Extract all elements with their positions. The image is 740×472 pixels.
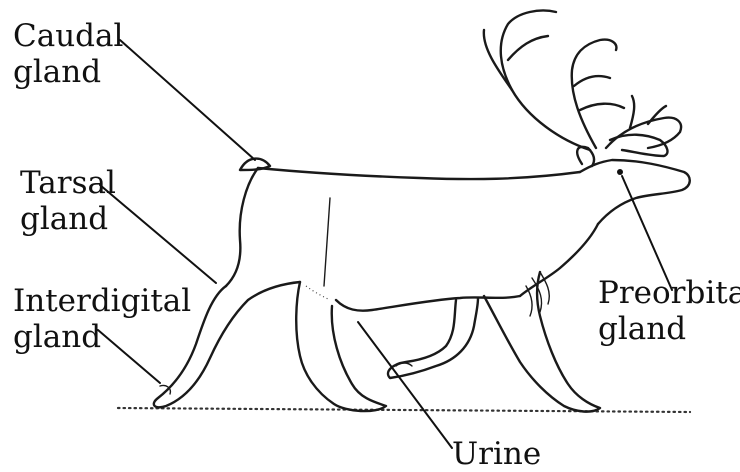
- urine-label: Urine: [452, 436, 541, 472]
- preorbital-gland-label: Preorbital gland: [598, 275, 740, 347]
- tarsal-label-line2: gland: [20, 201, 116, 237]
- caudal-label-line2: gland: [13, 54, 123, 90]
- eye-icon: [617, 169, 623, 175]
- caudal-label-line1: Caudal: [13, 18, 123, 54]
- ground-line: [118, 408, 690, 412]
- interdigital-label-line1: Interdigital: [13, 283, 191, 319]
- tarsal-label-line1: Tarsal: [20, 165, 116, 201]
- preorbital-label-line2: gland: [598, 311, 740, 347]
- urine-label-text: Urine: [452, 436, 541, 472]
- preorbital-label-line1: Preorbital: [598, 275, 740, 311]
- interdigital-gland-label: Interdigital gland: [13, 283, 191, 355]
- urine-leader: [358, 322, 452, 448]
- interdigital-label-line2: gland: [13, 319, 191, 355]
- tarsal-gland-label: Tarsal gland: [20, 165, 116, 237]
- caudal-gland-label: Caudal gland: [13, 18, 123, 90]
- tarsal-leader: [100, 185, 216, 283]
- reindeer-body: [154, 11, 690, 412]
- caudal-leader: [120, 40, 255, 160]
